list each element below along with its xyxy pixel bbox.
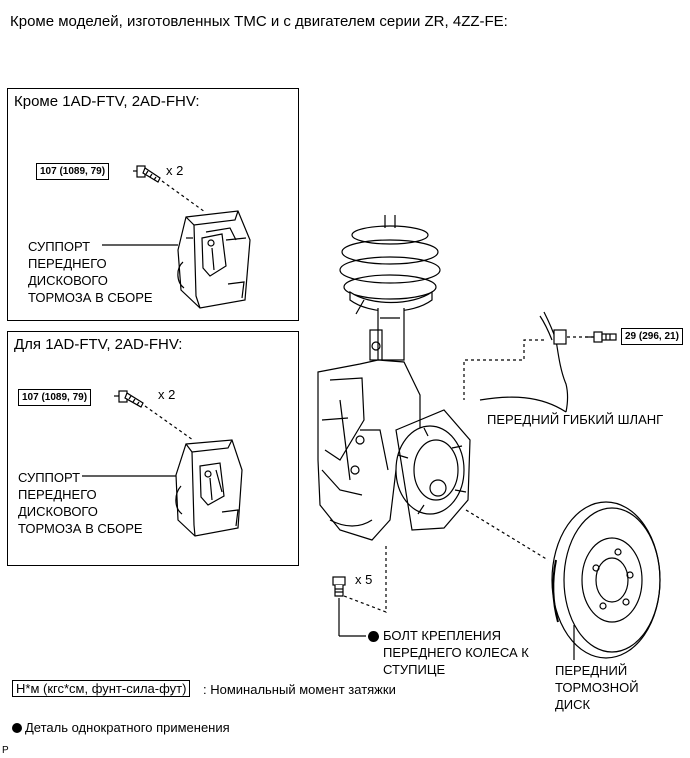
single-use-marker-icon	[368, 631, 379, 642]
page-title: Кроме моделей, изготовленных TMC и с дви…	[10, 13, 508, 30]
hose-bolt-icon	[585, 331, 617, 343]
brake-hose-icon	[479, 311, 569, 413]
corner-mark: P	[2, 745, 9, 756]
caliper-bolt-torque-spec: 107 (1089, 79)	[36, 163, 110, 180]
bolt-quantity: x 2	[166, 163, 184, 178]
hub-bolt-label: БОЛТ КРЕПЛЕНИЯ ПЕРЕДНЕГО КОЛЕСА К СТУПИЦ…	[383, 628, 529, 677]
brake-hose-label: ПЕРЕДНИЙ ГИБКИЙ ШЛАНГ	[487, 412, 664, 427]
brake-disc-icon	[551, 501, 661, 659]
single-use-legend-text: Деталь однократного применения	[25, 720, 230, 735]
panel-heading: Для 1AD-FTV, 2AD-FHV:	[14, 336, 183, 353]
caliper-label: СУППОРТ ПЕРЕДНЕГО ДИСКОВОГО ТОРМОЗА В СБ…	[28, 239, 153, 305]
single-use-legend: Деталь однократного применения	[12, 720, 230, 735]
panel-heading: Кроме 1AD-FTV, 2AD-FHV:	[14, 93, 200, 110]
wheel-hub-icon	[395, 409, 471, 531]
bolt-icon	[133, 165, 161, 183]
panel-1ad-2ad-engines: Для 1AD-FTV, 2AD-FHV:	[7, 331, 299, 566]
caliper-top-icon	[177, 210, 251, 309]
torque-unit-legend-box: Н*м (кгс*см, фунт-сила-фут)	[12, 680, 191, 697]
hose-bolt-torque-spec: 29 (296, 21)	[621, 328, 683, 345]
hub-bolt-icon	[332, 576, 346, 597]
brake-disc-label: ПЕРЕДНИЙ ТОРМОЗНОЙ ДИСК	[555, 663, 639, 712]
steering-knuckle-icon	[317, 359, 421, 541]
caliper-bottom-icon	[175, 439, 243, 537]
coil-spring-icon	[339, 225, 441, 312]
bolt-icon	[114, 390, 144, 408]
single-use-dot-icon	[12, 723, 22, 733]
panel-standard-engines: Кроме 1AD-FTV, 2AD-FHV:	[7, 88, 299, 321]
bolt-quantity: x 2	[158, 387, 176, 402]
hub-bolt-quantity: x 5	[355, 572, 373, 587]
caliper-bolt-torque-spec: 107 (1089, 79)	[18, 389, 92, 406]
caliper-label: СУППОРТ ПЕРЕДНЕГО ДИСКОВОГО ТОРМОЗА В СБ…	[18, 470, 143, 536]
torque-unit-legend-text: : Номинальный момент затяжки	[203, 682, 396, 697]
